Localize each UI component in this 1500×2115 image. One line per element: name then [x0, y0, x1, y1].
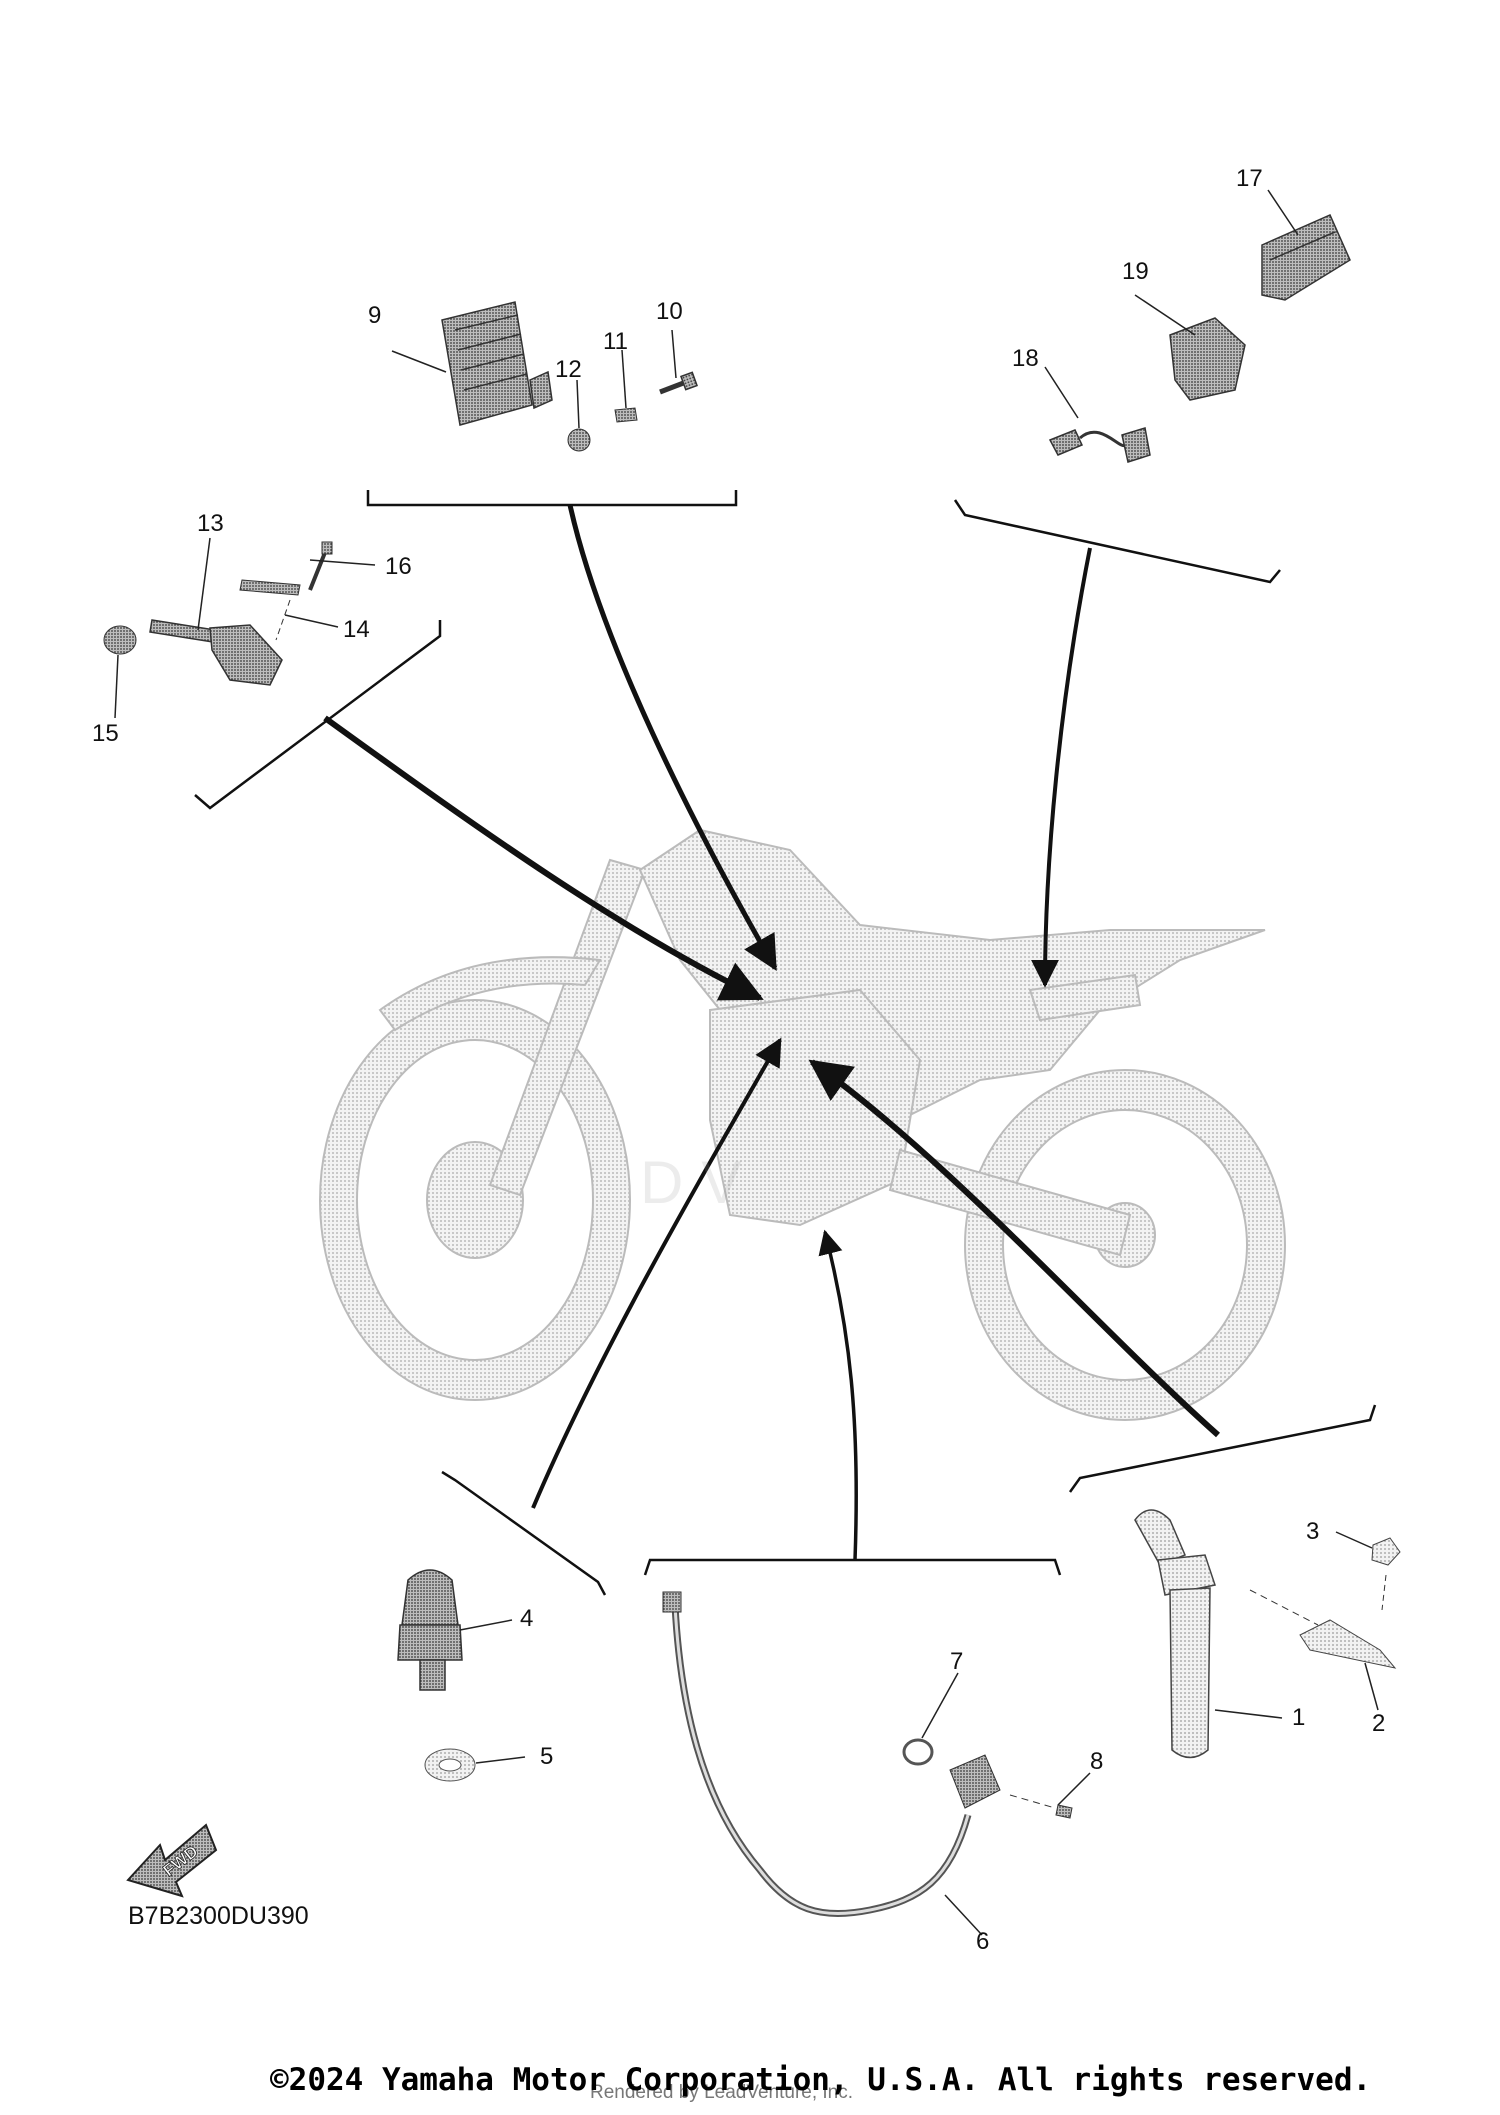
washer-part [424, 1748, 476, 1782]
bracket-ecu [366, 490, 738, 507]
diagram-code: B7B2300DU390 [128, 1902, 309, 1930]
mount-bracket-part [239, 579, 301, 596]
lead-part [1048, 427, 1151, 463]
o-ring-part [902, 1738, 934, 1766]
callout-18: 18 [1012, 345, 1039, 372]
throttle-cam-part [1299, 1619, 1397, 1669]
assembly-line-2 [1249, 1589, 1319, 1626]
copyright-notice: ©2024 Yamaha Motor Corporation, U.S.A. A… [270, 2062, 1372, 2098]
bracket-harness [643, 1558, 1062, 1576]
leader-harness [818, 1229, 858, 1561]
bracket-lines [194, 490, 1377, 1596]
callout-1: 1 [1292, 1704, 1306, 1731]
front-fork [488, 858, 647, 1197]
callout-13: 13 [197, 510, 224, 537]
bolt-part-10 [659, 371, 698, 395]
front-fender [378, 956, 602, 1032]
fwd-arrow-icon [126, 1823, 218, 1898]
callout-6: 6 [976, 1928, 990, 1955]
callout-7: 7 [950, 1648, 964, 1675]
nut-part [567, 428, 591, 452]
cap-part [103, 625, 137, 655]
leader-ignition-coil [323, 715, 764, 1001]
leader-ecu [567, 504, 778, 972]
motorcycle-illustration [319, 828, 1286, 1421]
rendered-by-note: Rendered by LeadVenture, Inc. [590, 2082, 854, 2103]
relay-module-part [1261, 214, 1351, 301]
screw-part [1009, 1794, 1073, 1819]
callout-19: 19 [1122, 258, 1149, 285]
callout-17: 17 [1236, 165, 1263, 192]
collar-part [614, 407, 638, 423]
watermark: DV [640, 1149, 760, 1216]
callout-3: 3 [1306, 1518, 1320, 1545]
bolt-part-16 [308, 541, 333, 591]
bracket-relays [953, 499, 1281, 584]
ignition-coil-part [149, 619, 283, 686]
callout-8: 8 [1090, 1748, 1104, 1775]
nut-part-3 [1371, 1537, 1401, 1566]
callout-9: 9 [368, 302, 382, 329]
callout-14: 14 [343, 616, 370, 643]
callout-10: 10 [656, 298, 683, 325]
callout-2: 2 [1372, 1710, 1386, 1737]
leader-relays [1031, 547, 1092, 988]
callout-leaders [114, 189, 1379, 1936]
leader-sensor [531, 1037, 782, 1509]
callout-12: 12 [555, 356, 582, 383]
wire-harness-part [662, 1591, 1001, 1918]
assembly-line-3 [1381, 1574, 1387, 1611]
callout-4: 4 [520, 1605, 534, 1632]
leader-lines [323, 504, 1220, 1561]
callout-15: 15 [92, 720, 119, 747]
bracket-sensor [441, 1470, 607, 1596]
relay-part [1169, 317, 1246, 401]
throttle-grip-part [1134, 1509, 1216, 1759]
bracket-throttle [1068, 1404, 1377, 1493]
bracket-ignition-coil [194, 620, 442, 810]
callout-16: 16 [385, 553, 412, 580]
assembly-line-14 [275, 599, 291, 641]
callout-5: 5 [540, 1743, 554, 1770]
temperature-sensor-part [397, 1569, 463, 1691]
ecu-part [441, 301, 553, 426]
callout-11: 11 [603, 328, 628, 355]
leader-throttle [808, 1059, 1220, 1438]
